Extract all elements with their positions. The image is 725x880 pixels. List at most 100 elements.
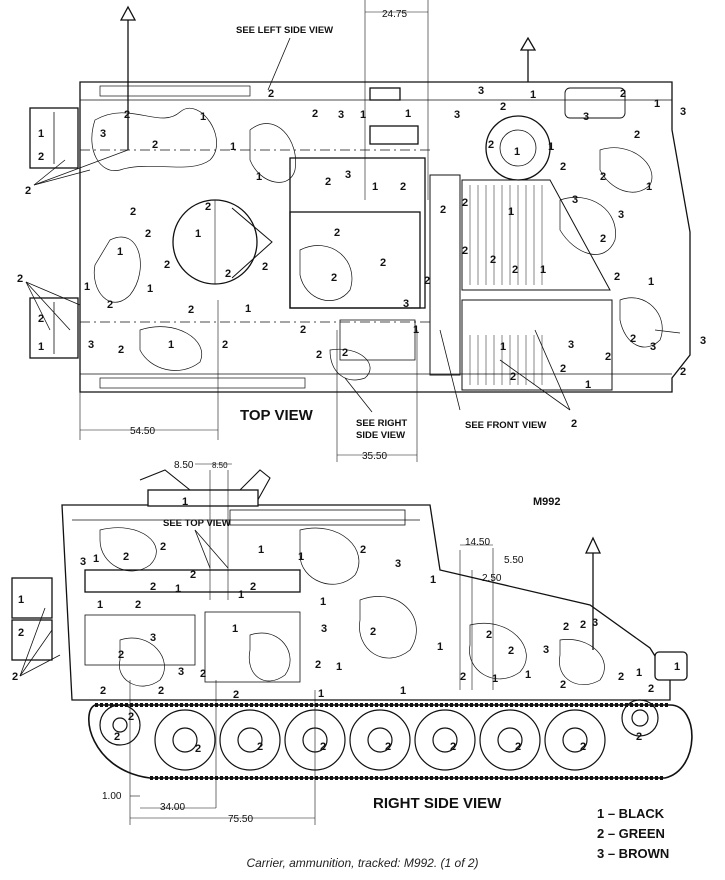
svg-text:2: 2 <box>331 272 337 284</box>
svg-text:2: 2 <box>312 108 318 120</box>
svg-text:2: 2 <box>580 619 586 631</box>
svg-text:1: 1 <box>437 641 443 653</box>
svg-text:2: 2 <box>680 366 686 378</box>
svg-text:1: 1 <box>230 141 236 153</box>
svg-text:3: 3 <box>88 339 94 351</box>
svg-text:3: 3 <box>618 209 624 221</box>
svg-text:2: 2 <box>560 679 566 691</box>
svg-text:2: 2 <box>605 351 611 363</box>
svg-text:2: 2 <box>188 304 194 316</box>
legend-item-black: 1 – BLACK <box>597 806 665 821</box>
legend-item-green: 2 – GREEN <box>597 826 665 841</box>
svg-text:3: 3 <box>338 109 344 121</box>
svg-text:3: 3 <box>150 632 156 644</box>
svg-text:2: 2 <box>460 671 466 683</box>
svg-text:1: 1 <box>238 589 244 601</box>
see-left-side-view-label: SEE LEFT SIDE VIEW <box>236 25 333 36</box>
svg-text:3: 3 <box>543 644 549 656</box>
svg-text:3: 3 <box>572 194 578 206</box>
svg-text:1: 1 <box>636 667 642 679</box>
svg-text:2: 2 <box>385 741 391 753</box>
dimension-75-50: 75.50 <box>228 814 253 825</box>
svg-text:2: 2 <box>200 668 206 680</box>
model-label: M992 <box>533 496 561 508</box>
svg-text:2: 2 <box>18 627 24 639</box>
svg-text:2: 2 <box>107 299 113 311</box>
svg-text:1: 1 <box>646 181 652 193</box>
svg-text:3: 3 <box>178 666 184 678</box>
svg-text:1: 1 <box>492 673 498 685</box>
svg-text:1: 1 <box>182 496 188 508</box>
svg-text:1: 1 <box>654 98 660 110</box>
svg-text:1: 1 <box>514 146 520 158</box>
svg-text:3: 3 <box>345 169 351 181</box>
svg-text:1: 1 <box>232 623 238 635</box>
svg-text:1: 1 <box>648 276 654 288</box>
svg-text:1: 1 <box>200 111 206 123</box>
see-right-side-view-label-line2: SIDE VIEW <box>356 430 405 441</box>
side-view <box>11 463 693 825</box>
svg-text:2: 2 <box>325 176 331 188</box>
svg-text:2: 2 <box>158 685 164 697</box>
svg-text:1: 1 <box>168 339 174 351</box>
svg-text:1: 1 <box>508 206 514 218</box>
svg-text:2: 2 <box>510 371 516 383</box>
svg-text:3: 3 <box>395 558 401 570</box>
svg-text:2: 2 <box>400 181 406 193</box>
svg-text:2: 2 <box>316 349 322 361</box>
figure-caption: Carrier, ammunition, tracked: M992. (1 o… <box>246 856 479 870</box>
svg-text:1: 1 <box>175 583 181 595</box>
svg-text:2: 2 <box>152 139 158 151</box>
svg-text:1: 1 <box>195 228 201 240</box>
svg-text:2: 2 <box>128 711 134 723</box>
svg-text:1: 1 <box>540 264 546 276</box>
svg-text:3: 3 <box>321 623 327 635</box>
svg-text:2: 2 <box>560 161 566 173</box>
see-front-view-label: SEE FRONT VIEW <box>465 420 546 431</box>
svg-text:2: 2 <box>620 88 626 100</box>
svg-text:3: 3 <box>650 341 656 353</box>
svg-text:2: 2 <box>515 741 521 753</box>
svg-text:2: 2 <box>114 731 120 743</box>
svg-text:2: 2 <box>380 257 386 269</box>
svg-text:2: 2 <box>508 645 514 657</box>
svg-text:3: 3 <box>454 109 460 121</box>
svg-text:2: 2 <box>130 206 136 218</box>
svg-text:1: 1 <box>413 324 419 336</box>
svg-text:1: 1 <box>38 341 44 353</box>
svg-text:1: 1 <box>360 109 366 121</box>
svg-text:2: 2 <box>135 599 141 611</box>
svg-text:2: 2 <box>225 268 231 280</box>
svg-text:2: 2 <box>580 741 586 753</box>
svg-text:2: 2 <box>600 233 606 245</box>
dimension-24-75: 24.75 <box>382 9 407 20</box>
svg-text:2: 2 <box>118 649 124 661</box>
svg-text:2: 2 <box>462 245 468 257</box>
svg-text:2: 2 <box>123 551 129 563</box>
svg-text:2: 2 <box>500 101 506 113</box>
svg-text:3: 3 <box>583 111 589 123</box>
svg-text:2: 2 <box>38 313 44 325</box>
svg-text:1: 1 <box>372 181 378 193</box>
svg-text:2: 2 <box>462 197 468 209</box>
dimension-8-50-left: 8.50 <box>174 460 194 471</box>
legend-item-brown: 3 – BROWN <box>597 846 670 861</box>
dimension-1-00: 1.00 <box>102 791 122 802</box>
svg-text:2: 2 <box>630 333 636 345</box>
see-top-view-label: SEE TOP VIEW <box>163 518 231 529</box>
svg-text:2: 2 <box>600 171 606 183</box>
svg-text:2: 2 <box>164 259 170 271</box>
top-view-title: TOP VIEW <box>240 407 314 424</box>
svg-text:1: 1 <box>38 128 44 140</box>
svg-text:3: 3 <box>680 106 686 118</box>
svg-text:2: 2 <box>118 344 124 356</box>
svg-text:1: 1 <box>674 661 680 673</box>
svg-text:2: 2 <box>38 151 44 163</box>
svg-text:2: 2 <box>634 129 640 141</box>
svg-text:1: 1 <box>147 283 153 295</box>
dimension-54-50: 54.50 <box>130 426 155 437</box>
svg-text:1: 1 <box>18 594 24 606</box>
svg-text:2: 2 <box>370 626 376 638</box>
svg-text:2: 2 <box>440 204 446 216</box>
